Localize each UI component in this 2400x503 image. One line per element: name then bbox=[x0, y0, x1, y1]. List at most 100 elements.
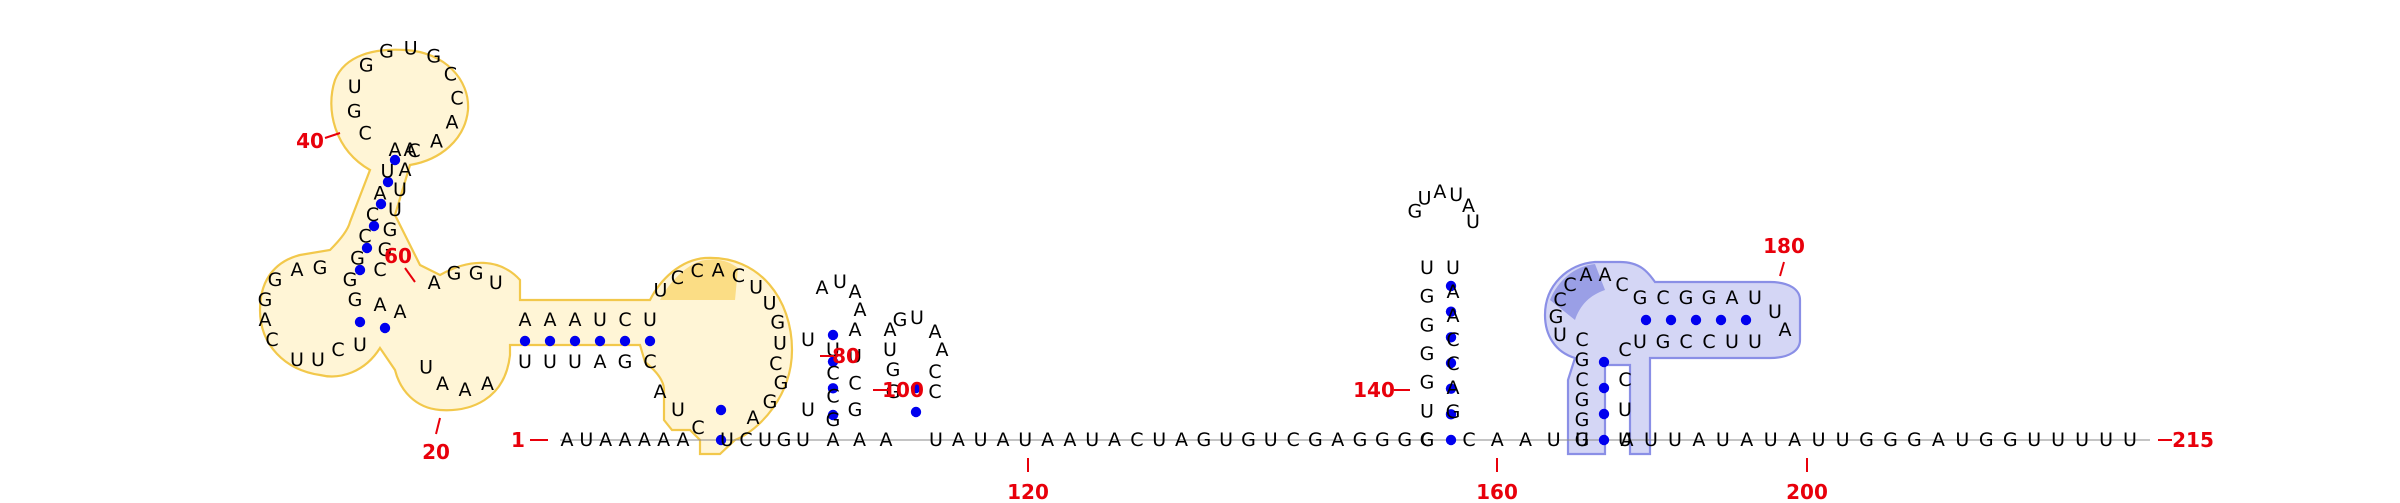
hairpin-180-pair bbox=[1715, 314, 1727, 326]
index-tick-60 bbox=[404, 267, 416, 283]
hairpin-140-5p-nt: G bbox=[1420, 314, 1435, 336]
tail-3p-nt: U bbox=[2099, 429, 2113, 451]
tail-3p-nt: U bbox=[1955, 429, 1969, 451]
hairpin-b-pair bbox=[827, 356, 839, 367]
mid-linker-nt: A bbox=[1063, 429, 1076, 451]
hairpin-180-pair bbox=[1598, 382, 1610, 394]
linker-160-nt: A bbox=[1491, 429, 1504, 451]
hairpin-100-stem-nt: C bbox=[928, 381, 941, 403]
yellow-left-stem-nt: A bbox=[374, 294, 387, 316]
yellow-big-loop-right-nt: G bbox=[763, 391, 778, 413]
yellow-mid-loop-top-nt: G bbox=[469, 262, 484, 284]
mid-linker-nt: G bbox=[1397, 429, 1412, 451]
hairpin-140-5p-nt: U bbox=[1420, 400, 1434, 422]
yellow-tall-stem-right-nt: U bbox=[393, 179, 407, 201]
tail-3p-nt: U bbox=[1836, 429, 1850, 451]
hairpin-140-pair bbox=[1445, 280, 1457, 292]
hairpin-180-loop-nt: A bbox=[1599, 264, 1612, 286]
tail-3p-nt: U bbox=[2123, 429, 2137, 451]
yellow-helix-upper-nt: C bbox=[618, 309, 631, 331]
yellow-tall-pair bbox=[354, 264, 366, 276]
mid-linker-nt: G bbox=[1241, 429, 1256, 451]
yellow-big-loop-nt: G bbox=[770, 312, 785, 334]
hairpin-140-loop-nt: U bbox=[1466, 211, 1480, 233]
hairpin-100-pair bbox=[910, 382, 922, 394]
mid-linker-nt: G bbox=[1375, 429, 1390, 451]
tail-3p-nt: U bbox=[2027, 429, 2041, 451]
yellow-big-loop-left-nt: C bbox=[691, 417, 704, 439]
tail-3p-nt: G bbox=[1907, 429, 1922, 451]
yellow-big-loop-nt: U bbox=[654, 280, 668, 302]
index-label-180: 180 bbox=[1763, 234, 1805, 258]
yellow-tall-stem-right-nt: A bbox=[399, 159, 412, 181]
hairpin-140-loop-nt: G bbox=[1407, 201, 1422, 223]
yellow-helix-lower-nt: G bbox=[618, 351, 633, 373]
hairpin-100-loop-nt: A bbox=[884, 319, 897, 341]
base-pair-dots bbox=[354, 154, 1752, 446]
yellow-tall-pair bbox=[368, 220, 380, 232]
hairpin-180-pair bbox=[1598, 408, 1610, 420]
index-tick-20 bbox=[435, 417, 441, 435]
hairpin-180-lower-nt: U bbox=[1725, 331, 1739, 353]
helix-a-lower-nt: U bbox=[758, 429, 772, 451]
helix-a-lower-nt: C bbox=[739, 429, 752, 451]
hairpin-140-pair bbox=[1445, 383, 1457, 394]
yellow-big-loop-left-nt: U bbox=[671, 399, 685, 421]
mid-linker-nt: G bbox=[1353, 429, 1368, 451]
yellow-helix-pair bbox=[519, 335, 531, 347]
yellow-mid-loop-top-nt: U bbox=[489, 272, 503, 294]
tail-3p-nt: U bbox=[2051, 429, 2065, 451]
hairpin-140-3p-nt: A bbox=[1447, 305, 1460, 327]
hairpin-100-pair bbox=[910, 406, 922, 418]
helix-a-lower-nt: U bbox=[796, 429, 810, 451]
hairpin-140-5p-nt: G bbox=[1420, 286, 1435, 308]
yellow-tall-stem-left-nt: A bbox=[374, 182, 387, 204]
yellow-tall-stem-right-nt: U bbox=[388, 199, 402, 221]
index-label-140: 140 bbox=[1353, 378, 1395, 402]
hairpin-180-3p-nt: U bbox=[1618, 399, 1632, 421]
hairpin-140-loop-nt: A bbox=[1433, 181, 1446, 203]
yellow-tall-stem-left-nt: C bbox=[366, 204, 379, 226]
index-label-60: 60 bbox=[384, 244, 412, 268]
mid-linker-nt: A bbox=[1331, 429, 1344, 451]
yellow-big-loop-left-nt: A bbox=[654, 381, 667, 403]
yellow-big-loop-right-nt: G bbox=[774, 372, 789, 394]
hairpin-180-loop-nt: C bbox=[1563, 274, 1576, 296]
hairpin-140-pair bbox=[1445, 434, 1457, 446]
yellow-big-loop-nt: C bbox=[671, 267, 684, 289]
hairpin-140-loop-nt: A bbox=[1462, 195, 1475, 217]
yellow-top-loop-nt: U bbox=[348, 76, 362, 98]
hairpin-180-lower-nt: C bbox=[1679, 331, 1692, 353]
mid-linker-nt: A bbox=[952, 429, 965, 451]
hairpin-180-pair bbox=[1690, 314, 1702, 326]
hairpin-140-3p-nt: A bbox=[1447, 377, 1460, 399]
hairpin-b-right-nt: C bbox=[848, 372, 861, 394]
hairpin-180-upper-nt: G bbox=[1679, 287, 1694, 309]
yellow-big-loop-nt: U bbox=[773, 332, 787, 354]
yellow-tall-stem-left-nt: G bbox=[350, 247, 365, 269]
linker-160-nt: A bbox=[1519, 429, 1532, 451]
yellow-tall-stem-right-nt: G bbox=[383, 219, 398, 241]
tail-3p-nt: U bbox=[1644, 429, 1658, 451]
mid-linker-nt: A bbox=[1108, 429, 1121, 451]
hairpin-100-stem-nt: G bbox=[886, 381, 901, 403]
yellow-big-loop-nt: C bbox=[769, 353, 782, 375]
tail-3p-nt: A bbox=[1932, 429, 1945, 451]
hairpin-180-5p-nt: G bbox=[1575, 429, 1590, 451]
yellow-helix-upper-nt: A bbox=[519, 309, 532, 331]
yellow-top-loop-nt: C bbox=[450, 87, 463, 109]
hairpin-180-upper-nt: C bbox=[1656, 287, 1669, 309]
hairpin-b-loop-nt: U bbox=[833, 271, 847, 293]
hairpin-b-pair bbox=[827, 409, 839, 421]
hairpin-140-3p-nt: A bbox=[1447, 281, 1460, 303]
yellow-top-loop-nt: U bbox=[404, 37, 418, 59]
yellow-left-stem-nt: A bbox=[394, 301, 407, 323]
index-tick-180 bbox=[1779, 261, 1785, 277]
helix-a-lower-nt: U bbox=[720, 429, 734, 451]
tail-3p-nt: U bbox=[2075, 429, 2089, 451]
domain-highlight-yellow bbox=[258, 48, 794, 456]
yellow-helix-pair bbox=[544, 335, 556, 347]
mid-linker-nt: A bbox=[1041, 429, 1054, 451]
hairpin-140-5p-nt: U bbox=[1420, 257, 1434, 279]
